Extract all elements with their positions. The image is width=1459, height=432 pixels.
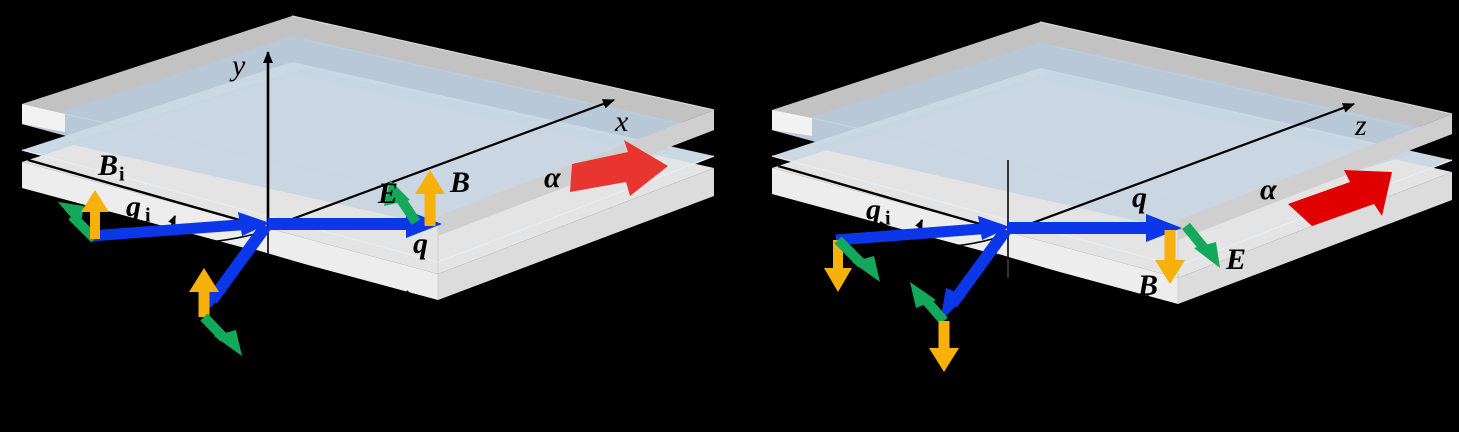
label-alpha: α: [1260, 173, 1277, 206]
E-transmitted-shaft: [1182, 222, 1208, 252]
q-reflected-arrow: [207, 222, 271, 304]
label-E-field: E: [377, 177, 398, 210]
label-q-incident: q: [126, 190, 141, 223]
slab-rim-front: [772, 110, 812, 136]
slab-seam-b: [64, 113, 433, 197]
E-transmitted-shaft: [395, 195, 421, 225]
angle-base-line: [869, 235, 1003, 249]
slab-body-right-face: [438, 168, 714, 300]
alpha-red-arrow-right: [1288, 170, 1392, 226]
label-E-field: E: [1225, 243, 1246, 276]
label-B-incident: B: [97, 149, 118, 182]
E-transmitted-head: [384, 180, 410, 206]
q-transmitted-head: [1146, 214, 1182, 242]
B-reflected-head: [189, 268, 219, 292]
wavevectors-left: [89, 210, 442, 318]
label-axis-z: z: [1354, 109, 1367, 142]
labels-right: z q i q E B α: [866, 109, 1367, 302]
label-B-field: B: [1137, 269, 1158, 302]
slab-seam-a: [291, 15, 715, 111]
q-reflected-head: [940, 288, 966, 322]
axis-inplane-diagonal: [27, 158, 269, 230]
wavevectors-right: [835, 214, 1182, 322]
panel-right: z q i q E B α: [771, 21, 1453, 372]
label-q-transmitted: q: [1132, 181, 1147, 214]
slab-seam-d: [21, 149, 439, 263]
edge-depth-arrow-2: [245, 246, 417, 300]
field-arrows-reflected-right: [910, 282, 959, 372]
field-arrows-incident-right: [824, 236, 880, 292]
q-incident-head: [238, 212, 270, 236]
field-arrows-transmitted-left: [384, 170, 445, 226]
E-reflected-head: [214, 330, 242, 356]
B-transmitted-head: [415, 170, 445, 194]
field-arrows-incident-left: [58, 190, 109, 243]
slab-seam-c: [1051, 45, 1413, 129]
B-incident-head: [824, 268, 852, 292]
label-axis-x: x: [614, 105, 629, 138]
slab-body-left-face: [772, 168, 1178, 304]
label-alpha: α: [544, 161, 561, 194]
axis-inplane-diagonal: [777, 164, 1009, 234]
slab-seam-b: [811, 117, 1173, 201]
angle-base-line: [119, 231, 263, 245]
q-incident-head: [978, 216, 1010, 240]
label-q-transmitted: q: [413, 227, 428, 260]
alpha-arrow-shape: [570, 140, 668, 196]
slab-right: [771, 21, 1453, 304]
label-B-field: B: [449, 166, 470, 199]
field-arrows-transmitted-right: [1155, 222, 1220, 284]
axis-z: [1007, 102, 1355, 234]
slab-right-wall: [1178, 114, 1452, 240]
E-incident-shaft: [834, 236, 866, 268]
labels-left: y x B i q i E B q α: [97, 49, 629, 260]
axis-x: [267, 98, 615, 230]
field-arrows-reflected-left: [189, 268, 242, 356]
E-incident-head: [852, 256, 880, 282]
slab-seam-d: [771, 155, 1179, 267]
q-incident-arrow: [835, 222, 993, 246]
slab-rim-front: [22, 104, 65, 132]
E-transmitted-head: [1194, 242, 1220, 268]
slab-seam-a: [1039, 21, 1453, 115]
alpha-arrow-shape: [1288, 170, 1392, 226]
edge-depth-arrow-2: [987, 250, 1157, 304]
B-incident-head: [81, 190, 109, 212]
B-transmitted-head: [1155, 260, 1185, 284]
slab-seam-e: [437, 155, 715, 263]
label-q-incident-sub: i: [145, 205, 151, 227]
q-reflected-arrow: [947, 226, 1011, 308]
E-incident-head: [58, 202, 84, 228]
label-B-incident-sub: i: [119, 164, 125, 186]
E-reflected-head: [910, 282, 936, 308]
q-incident-arrow: [89, 218, 253, 242]
B-reflected-head: [929, 348, 959, 372]
label-axis-y: y: [229, 49, 246, 82]
label-q-incident: q: [866, 193, 881, 226]
alpha-red-arrow-left: [570, 140, 668, 196]
label-q-incident-sub: i: [885, 208, 891, 230]
panel-left: y x B i q i E B q α: [21, 15, 715, 356]
